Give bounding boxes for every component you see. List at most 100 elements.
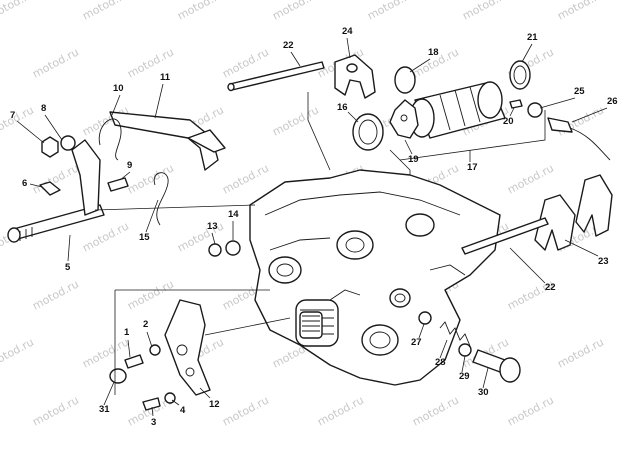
watermark-text: motod.ru xyxy=(270,0,321,23)
callout-13: 13 xyxy=(207,221,218,245)
leader-line xyxy=(199,387,211,399)
spring-28 xyxy=(439,321,471,347)
leader-line xyxy=(539,97,576,109)
bolt-1 xyxy=(124,354,144,369)
leader-line xyxy=(571,107,608,123)
watermark-text: motod.ru xyxy=(0,0,36,23)
spring-15 xyxy=(153,172,169,226)
nut-7 xyxy=(41,136,59,158)
leader-line xyxy=(146,331,153,348)
callout-number: 10 xyxy=(113,83,124,94)
callout-26: 26 xyxy=(571,96,618,123)
washer-14 xyxy=(225,240,241,256)
bolt-3 xyxy=(142,397,161,411)
leader-line xyxy=(521,43,533,63)
callout-number: 24 xyxy=(342,26,353,37)
watermark-text: motod.ru xyxy=(410,393,461,428)
callout-number: 1 xyxy=(124,327,130,338)
leader-line xyxy=(119,171,131,181)
callout-4: 4 xyxy=(171,399,186,416)
callout-23: 23 xyxy=(564,239,609,267)
leader-line xyxy=(509,247,546,284)
ball-27 xyxy=(418,311,432,325)
callout-number: 26 xyxy=(607,96,618,107)
watermark-text: motod.ru xyxy=(460,0,511,23)
callout-15: 15 xyxy=(139,199,159,243)
callout-number: 15 xyxy=(139,232,150,243)
watermark-text: motod.ru xyxy=(505,161,556,196)
callout-number: 4 xyxy=(180,405,186,416)
leader-line xyxy=(171,399,180,406)
leader-line xyxy=(461,355,466,373)
washer-25 xyxy=(527,102,543,118)
washer-8 xyxy=(60,135,76,151)
callout-22a: 22 xyxy=(283,40,301,67)
leader-line xyxy=(290,51,301,67)
callout-number: 7 xyxy=(10,110,15,121)
callout-number: 9 xyxy=(127,160,132,171)
watermark-text: motod.ru xyxy=(80,335,131,370)
callout-20: 20 xyxy=(503,107,515,127)
assembly-lines xyxy=(94,92,546,395)
watermark-text: motod.ru xyxy=(0,103,36,138)
callout-5: 5 xyxy=(65,234,71,273)
callout-1: 1 xyxy=(124,327,131,358)
callout-29: 29 xyxy=(459,355,470,382)
callout-number: 6 xyxy=(22,178,27,189)
callout-number: 3 xyxy=(151,417,156,428)
callout-number: 29 xyxy=(459,371,470,382)
callout-number: 22 xyxy=(283,40,294,51)
spring-10 xyxy=(98,118,122,161)
watermark-text: motod.ru xyxy=(555,335,606,370)
watermark-text: motod.ru xyxy=(30,393,81,428)
leader-line xyxy=(127,339,131,358)
callout-number: 30 xyxy=(478,387,489,398)
callout-number: 8 xyxy=(41,103,46,114)
watermark-text: motod.ru xyxy=(270,103,321,138)
watermark-text: motod.ru xyxy=(175,0,226,23)
washer-13 xyxy=(208,243,222,257)
fork-rod-top xyxy=(227,61,325,92)
callout-number: 19 xyxy=(408,154,419,165)
leader-line xyxy=(346,37,351,59)
callout-number: 23 xyxy=(598,256,609,267)
callout-number: 18 xyxy=(428,47,439,58)
leader-line xyxy=(409,58,431,73)
plug-30 xyxy=(472,349,521,383)
leader-line xyxy=(29,183,43,188)
callout-8: 8 xyxy=(41,103,63,141)
shift-fork-24 xyxy=(334,54,376,99)
callout-12: 12 xyxy=(199,387,220,410)
callout-number: 13 xyxy=(207,221,218,232)
callout-3: 3 xyxy=(151,406,156,428)
callout-number: 17 xyxy=(467,162,478,173)
watermark-text: motod.ru xyxy=(505,393,556,428)
callout-7: 7 xyxy=(10,110,45,144)
leader-line xyxy=(103,381,115,406)
watermark-text: motod.ru xyxy=(315,393,366,428)
leader-line xyxy=(347,111,359,123)
leader-line xyxy=(151,406,154,417)
leader-line xyxy=(211,232,216,245)
callout-6: 6 xyxy=(22,178,43,189)
callout-31: 31 xyxy=(99,381,115,415)
callout-number: 2 xyxy=(143,319,148,330)
callout-number: 14 xyxy=(228,209,239,220)
shift-lever-11 xyxy=(109,111,226,171)
leader-line xyxy=(16,120,45,144)
callout-21: 21 xyxy=(521,32,538,63)
callout-2: 2 xyxy=(143,319,153,348)
callout-25: 25 xyxy=(539,86,585,109)
callout-layer: 1234567891011121314151617181920212222232… xyxy=(10,26,618,428)
watermark-text: motod.ru xyxy=(555,0,606,23)
callout-number: 12 xyxy=(209,399,220,410)
bolt-9 xyxy=(107,177,129,192)
callout-24: 24 xyxy=(342,26,353,59)
fork-rod-lower xyxy=(461,217,549,255)
callout-10: 10 xyxy=(111,83,124,116)
watermark-text: motod.ru xyxy=(220,161,271,196)
watermark-text: motod.ru xyxy=(125,277,176,312)
ring-16 xyxy=(352,113,384,151)
callout-9: 9 xyxy=(119,160,132,181)
